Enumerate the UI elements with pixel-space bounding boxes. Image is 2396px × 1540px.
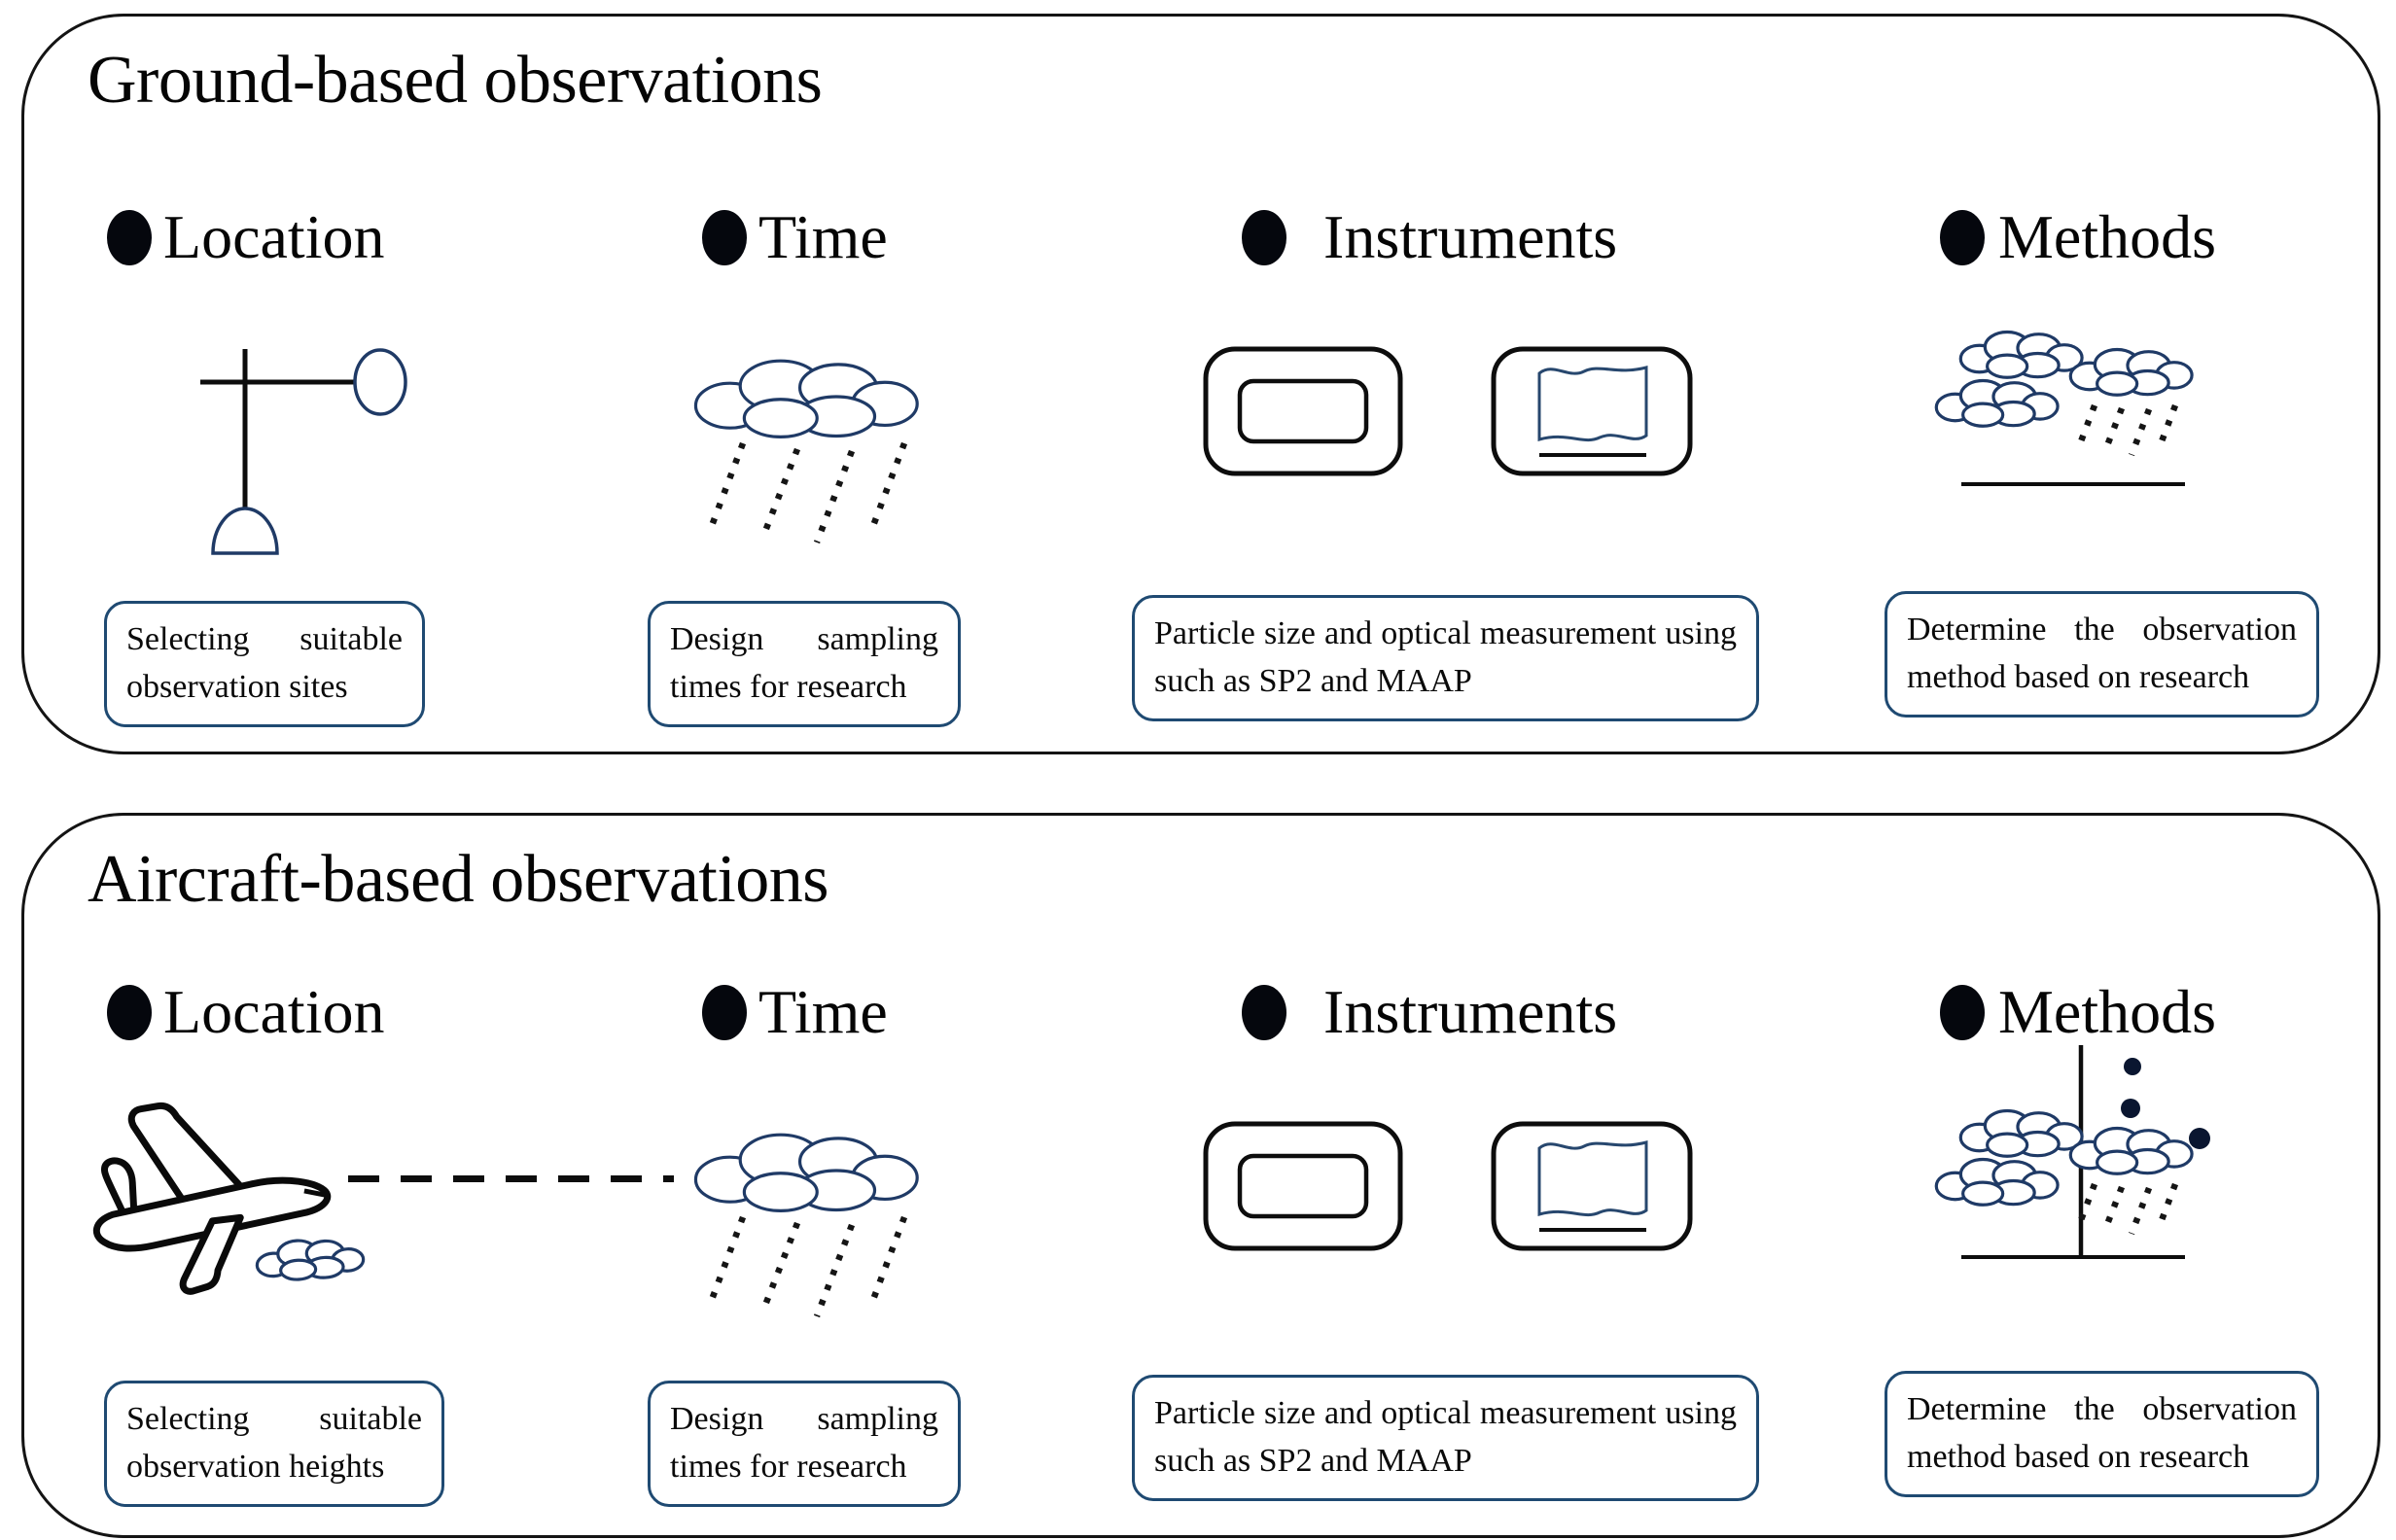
airplane-icon [92,1102,366,1295]
rain-cloud-icon [693,1133,919,1315]
flight-path-dashed-line [348,1175,674,1182]
aircraft-panel-title: Aircraft-based observations [88,842,829,917]
bullet-icon [107,209,152,265]
heading-ground-methods: Methods [1940,202,2216,271]
heading-label: Instruments [1323,202,1618,271]
heading-label: Methods [1998,202,2216,271]
rain-cloud-icon [693,359,919,542]
heading-aircraft-instruments: Instruments [1242,977,1618,1046]
heading-label: Methods [1998,977,2216,1046]
bullet-icon [1242,984,1286,1040]
heading-ground-time: Time [702,202,888,271]
instrument-box-icon [1203,346,1403,476]
note-aircraft-time: Design sampling times for research [648,1381,961,1507]
heading-aircraft-location: Location [107,977,385,1046]
instrument-screen-icon [1491,346,1693,476]
note-ground-location: Selecting suitable observation sites [104,601,425,727]
note-ground-time: Design sampling times for research [648,601,961,727]
note-ground-methods: Determine the observation method based o… [1885,591,2319,718]
heading-aircraft-methods: Methods [1940,977,2216,1046]
instrument-screen-icon [1491,1121,1693,1251]
heading-ground-instruments: Instruments [1242,202,1618,271]
heading-label: Instruments [1323,977,1618,1046]
cloud-layers-icon [1935,331,2194,486]
bullet-icon [1940,984,1985,1040]
ground-panel-title: Ground-based observations [88,43,823,118]
weather-station-icon [200,348,407,555]
heading-ground-location: Location [107,202,385,271]
heading-label: Time [758,977,888,1046]
heading-label: Location [163,977,385,1046]
bullet-icon [1940,209,1985,265]
heading-label: Location [163,202,385,271]
bullet-icon [1242,209,1286,265]
cloud-profile-icon [1935,1045,2210,1259]
bullet-icon [702,984,747,1040]
instrument-box-icon [1203,1121,1403,1251]
note-ground-instruments: Particle size and optical measurement us… [1132,595,1759,721]
note-aircraft-location: Selecting suitable observation heights [104,1381,444,1507]
heading-label: Time [758,202,888,271]
bullet-icon [107,984,152,1040]
bullet-icon [702,209,747,265]
note-aircraft-instruments: Particle size and optical measurement us… [1132,1375,1759,1501]
note-aircraft-methods: Determine the observation method based o… [1885,1371,2319,1497]
heading-aircraft-time: Time [702,977,888,1046]
